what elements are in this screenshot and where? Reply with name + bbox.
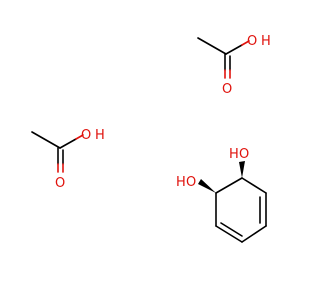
carbonyl-oxygen-label: O — [222, 82, 232, 97]
c-o-single-bond-red — [75, 134, 84, 140]
structure-diagram: O H O O H O H O H O — [31, 34, 271, 243]
acetic-acid-molecule-2: O H O — [31, 128, 105, 191]
hydroxyl-oxygen-label: O — [81, 128, 91, 143]
ring-double-bond-inner-c4-c3 — [220, 222, 243, 237]
ring-bond-c2-c1 — [215, 177, 243, 194]
hydroxyl-hydrogen-label: H — [95, 128, 105, 143]
c-o-single-bond — [225, 44, 243, 55]
hydroxyl-oxygen-label: O — [247, 34, 257, 49]
upper-hydroxyl-oxygen-label: O — [239, 147, 249, 162]
wedge-bond-upper-oh — [239, 161, 245, 178]
left-hydroxyl-hydrogen-label: H — [176, 175, 186, 190]
ring-bond-c4-c3 — [215, 225, 243, 243]
carbonyl-oxygen-label: O — [55, 176, 65, 191]
cyclohexadiene-diol-molecule: H O H O — [176, 147, 267, 243]
left-hydroxyl-oxygen-label: O — [186, 175, 196, 190]
upper-hydroxyl-hydrogen-label: H — [229, 147, 239, 162]
methyl-bond — [197, 37, 227, 55]
methyl-bond — [31, 131, 61, 149]
wedge-bond-left-oh — [198, 179, 216, 193]
c-o-single-bond — [59, 138, 77, 149]
ring-bond-c5-c4 — [241, 225, 267, 243]
c-o-single-bond-red — [241, 40, 250, 46]
hydroxyl-hydrogen-label: H — [261, 34, 271, 49]
acetic-acid-molecule-1: O H O — [197, 34, 271, 97]
ring-bond-c1-c6 — [241, 177, 267, 194]
